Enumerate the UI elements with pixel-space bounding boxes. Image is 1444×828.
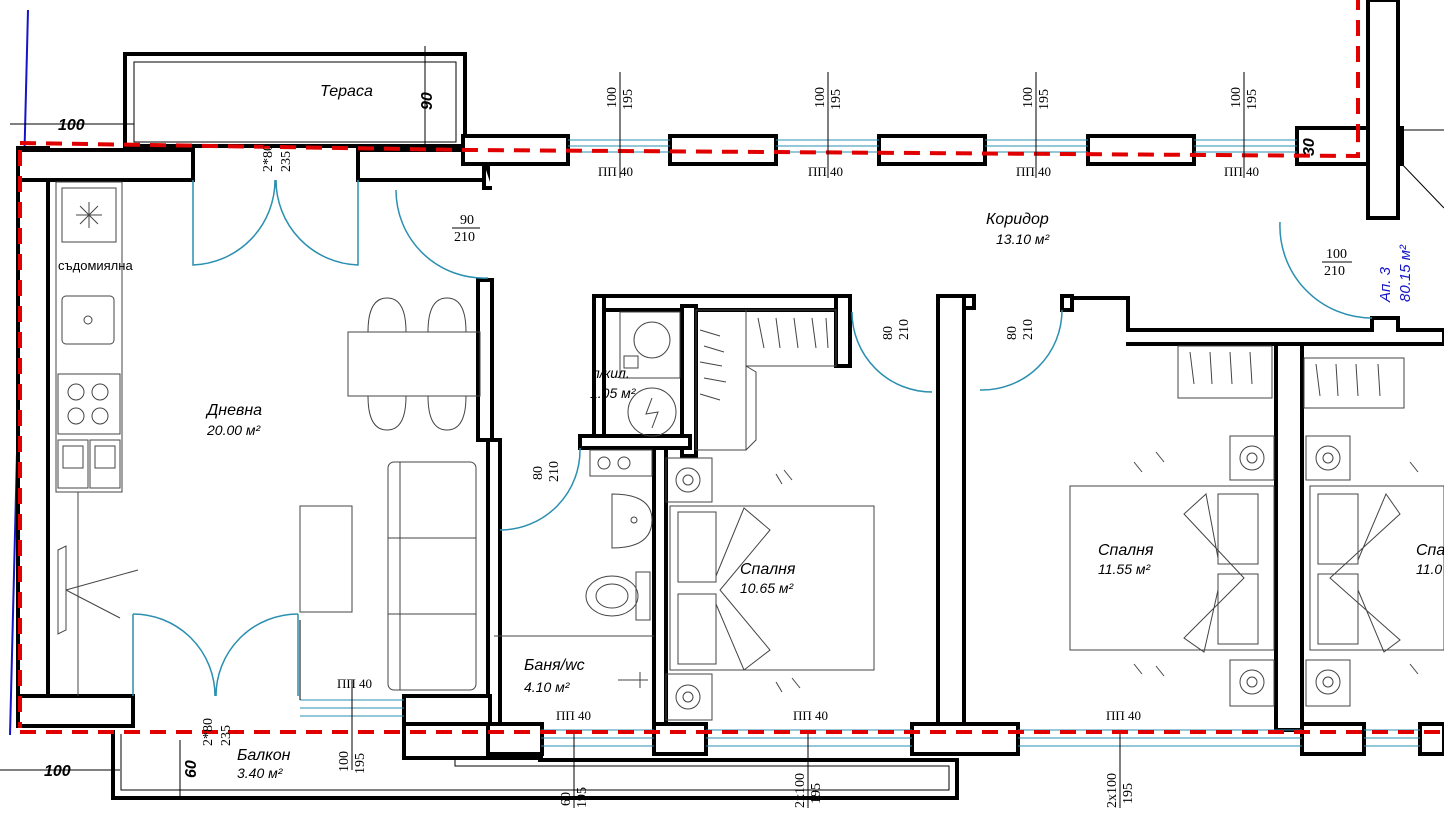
- dim-wall-right: 30: [1301, 138, 1318, 156]
- bath-area: 4.10 м²: [524, 679, 571, 695]
- storage-area: 1.05 м²: [590, 385, 637, 401]
- sofa: [299, 461, 477, 691]
- bed2-win-a: 2x100: [1105, 773, 1120, 808]
- apartment-area: 80.15 м²: [1397, 244, 1414, 302]
- dim-bed2-door-a: 80: [1005, 326, 1020, 340]
- bedroom3-name: Спа: [1416, 542, 1444, 559]
- sill-labels: ПП 40 ПП 40 ПП 40 ПП 40 ПП 40 ПП 40 ПП 4…: [337, 164, 1259, 723]
- top-win3-a: 100: [1021, 87, 1036, 108]
- bottom-window-dims: 100 195 60 195 2x100 195 2x100 195: [337, 751, 1136, 808]
- dim-bed1-door-a: 80: [881, 326, 896, 340]
- bath-name: Баня/wc: [524, 657, 585, 674]
- dim-balcony-door-b: 235: [219, 725, 234, 746]
- terrace-depth-dim: 90: [419, 92, 436, 110]
- bal-win-b: 195: [353, 753, 368, 774]
- sill-bed2: ПП 40: [1106, 708, 1141, 723]
- balcony-depth-dim: 60: [183, 760, 200, 778]
- corridor-area: 13.10 м²: [996, 231, 1051, 247]
- bed1-win-b: 195: [809, 783, 824, 804]
- wardrobe-bed2: [1177, 345, 1273, 399]
- dim-left-bottom: 100: [44, 763, 71, 780]
- sill-bed1: ПП 40: [793, 708, 828, 723]
- dim-entry-door-a: 100: [1326, 247, 1347, 262]
- dim-terrace-door-a: 2*80: [261, 144, 276, 172]
- dim-entry-door-b: 210: [1324, 264, 1345, 279]
- doors: [132, 179, 1373, 697]
- sill-bal: ПП 40: [337, 676, 372, 691]
- kitchen: [55, 181, 139, 696]
- wardrobe-bed3: [1303, 357, 1405, 409]
- sill-top-2: ПП 40: [808, 164, 843, 179]
- dim-balcony-door-a: 2*80: [201, 718, 216, 746]
- sill-bath: ПП 40: [556, 708, 591, 723]
- balcony-name: Балкон: [237, 747, 291, 764]
- dim-left-top: 100: [58, 117, 85, 134]
- bal-win-a: 100: [337, 751, 352, 772]
- dining-table: [347, 297, 481, 431]
- boundary-line-red-top: [19, 140, 1360, 159]
- sill-top-1: ПП 40: [598, 164, 633, 179]
- balcony-area: 3.40 м²: [237, 765, 284, 781]
- dimension-lines: [0, 72, 1352, 808]
- dishwasher-label: съдомиялна: [58, 258, 133, 273]
- top-win3-b: 195: [1037, 89, 1052, 110]
- bedroom2-area: 11.55 м²: [1098, 561, 1151, 577]
- bath-win-b: 195: [575, 787, 590, 808]
- stairs: [1397, 0, 1444, 209]
- bedroom3-bed: [1305, 435, 1444, 707]
- wardrobes: [695, 309, 837, 451]
- top-win4-a: 100: [1229, 87, 1244, 108]
- bedroom3-area: 11.0: [1416, 561, 1442, 577]
- top-win2-a: 100: [813, 87, 828, 108]
- storage-appliances: [619, 311, 681, 437]
- bedroom1-bed: [665, 457, 875, 721]
- dim-bath-door-a: 80: [531, 466, 546, 480]
- dim-corridor-door-b: 210: [454, 230, 475, 245]
- bed1-win-a: 2x100: [793, 773, 808, 808]
- sill-top-3: ПП 40: [1016, 164, 1051, 179]
- dim-bed1-door-b: 210: [897, 319, 912, 340]
- apartment-name: Ап. 3: [1377, 266, 1394, 303]
- bedroom1-area: 10.65 м²: [740, 580, 795, 596]
- top-win2-b: 195: [829, 89, 844, 110]
- bed2-win-b: 195: [1121, 783, 1136, 804]
- dim-bath-door-b: 210: [547, 461, 562, 482]
- bathroom-fixtures: [494, 449, 654, 688]
- bedroom2-name: Спалня: [1098, 542, 1154, 559]
- top-win1-b: 195: [621, 89, 636, 110]
- top-window-dims: 100 195 100 195 100 195 100 195: [605, 87, 1260, 110]
- dim-bed2-door-b: 210: [1021, 319, 1036, 340]
- top-win4-b: 195: [1245, 89, 1260, 110]
- bedroom1-name: Спалня: [740, 561, 796, 578]
- bedroom2-bed: [1069, 435, 1275, 707]
- terrace: Тераса 90: [123, 46, 467, 154]
- dim-terrace-door-b: 235: [279, 151, 294, 172]
- corridor-name: Коридор: [986, 211, 1049, 228]
- bath-win-a: 60: [559, 792, 574, 806]
- living-name: Дневна: [205, 402, 262, 419]
- top-win1-a: 100: [605, 87, 620, 108]
- sill-top-4: ПП 40: [1224, 164, 1259, 179]
- living-area: 20.00 м²: [206, 422, 262, 438]
- terrace-name: Тераса: [320, 83, 373, 100]
- storage-name: п/кил.: [592, 365, 630, 381]
- dim-corridor-door-a: 90: [460, 213, 474, 228]
